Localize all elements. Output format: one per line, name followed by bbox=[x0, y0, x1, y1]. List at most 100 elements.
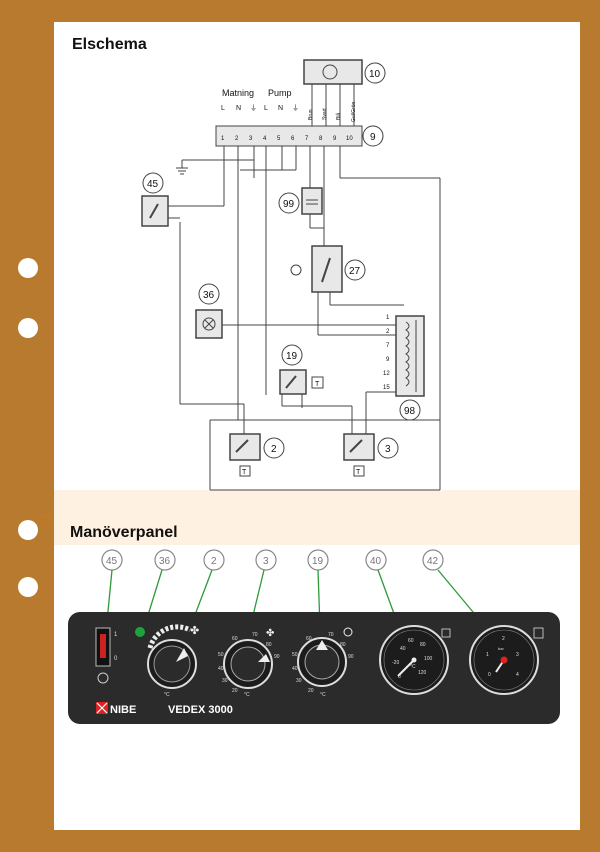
wiring-heading: Elschema bbox=[72, 36, 147, 53]
thermometer-gauge bbox=[379, 625, 449, 695]
panel-callout-number: 3 bbox=[263, 556, 269, 567]
fan-icon: ✤ bbox=[190, 625, 199, 637]
callout-circle-27 bbox=[344, 259, 366, 281]
mano-tick: 0 bbox=[488, 672, 491, 678]
switch-on-label: 1 bbox=[114, 632, 118, 638]
thermo-tick: 60 bbox=[408, 638, 414, 644]
panel-callout-number: 2 bbox=[211, 556, 217, 567]
panel-callout-40 bbox=[365, 549, 387, 571]
mano-tick: 3 bbox=[516, 652, 519, 658]
dial3-unit: °C bbox=[244, 692, 250, 698]
terminal-number: 10 bbox=[346, 136, 353, 142]
terminal-top-label: N bbox=[278, 105, 283, 112]
callout-number-99: 99 bbox=[283, 199, 295, 210]
dial3-tick: 60 bbox=[232, 636, 238, 642]
pump-icon bbox=[322, 64, 338, 80]
dial19-unit: °C bbox=[320, 692, 326, 698]
panel-callout-36 bbox=[154, 549, 176, 571]
dial19-tick: 30 bbox=[296, 678, 302, 684]
component-99 bbox=[301, 187, 323, 215]
panel-heading: Manöverpanel bbox=[70, 524, 178, 541]
tab-letter: P bbox=[40, 512, 53, 532]
callout-number-10: 10 bbox=[369, 69, 381, 80]
group-label-pump: Pump bbox=[268, 88, 292, 98]
heater-input-label: 12 bbox=[383, 371, 390, 377]
panel-callout-3 bbox=[255, 549, 277, 571]
t-mark: T bbox=[315, 381, 320, 388]
binder-hole-1 bbox=[18, 258, 38, 278]
fan-dial[interactable] bbox=[147, 624, 197, 689]
mano-corner-icon bbox=[533, 627, 544, 639]
panel-callout-2 bbox=[203, 549, 225, 571]
mano-tick: 1 bbox=[486, 652, 489, 658]
callout-circle-98 bbox=[399, 399, 421, 421]
panel-callout-42 bbox=[422, 549, 444, 571]
dial19-tick: 50 bbox=[292, 652, 298, 658]
terminal-top-label: Blå bbox=[335, 113, 342, 120]
terminal-top-label: ⏚ bbox=[292, 104, 299, 112]
terminal-number: 9 bbox=[333, 136, 337, 142]
terminal-number: 8 bbox=[319, 136, 323, 142]
binder-hole-2 bbox=[18, 318, 38, 338]
thermo-tick: 0 bbox=[398, 674, 401, 680]
terminal-top-label: Gul/Grön bbox=[351, 101, 357, 122]
terminal-number: 2 bbox=[235, 136, 239, 142]
switch-off-label: 0 bbox=[114, 656, 118, 662]
temperature-dial-3[interactable] bbox=[223, 639, 273, 689]
terminal-number: 6 bbox=[291, 136, 295, 142]
terminal-top-label: Brun bbox=[308, 109, 314, 120]
brand-name: NIBE bbox=[110, 704, 136, 716]
callout-number-3: 3 bbox=[385, 444, 391, 455]
component-2 bbox=[229, 433, 261, 461]
dial2-unit: °C bbox=[164, 692, 170, 698]
callout-number-98: 98 bbox=[404, 406, 416, 417]
thermo-tick: 120 bbox=[418, 670, 427, 676]
component-3 bbox=[343, 433, 375, 461]
dial19-tick: 70 bbox=[328, 632, 334, 638]
pump-symbol-icon bbox=[343, 627, 353, 637]
callout-circle-10 bbox=[364, 62, 386, 84]
callout-circle-36 bbox=[198, 283, 220, 305]
mano-unit: bar bbox=[498, 646, 504, 651]
group-label-matning: Matning bbox=[222, 88, 254, 98]
terminal-top-label: N bbox=[236, 105, 241, 112]
dial19-tick: 80 bbox=[340, 642, 346, 648]
power-icon bbox=[97, 672, 109, 684]
mano-tick: 2 bbox=[502, 636, 505, 642]
terminal-top-label: Svart bbox=[322, 108, 328, 120]
callout-circle-9 bbox=[362, 125, 384, 147]
panel-callout-number: 45 bbox=[106, 556, 118, 567]
heater-element bbox=[395, 315, 425, 397]
terminal-number: 4 bbox=[263, 136, 267, 142]
thermo-unit: °C bbox=[410, 664, 416, 670]
callout-circle-99 bbox=[278, 192, 300, 214]
thermo-tick: 100 bbox=[424, 656, 433, 662]
panel-callout-number: 36 bbox=[159, 556, 171, 567]
callout-number-9: 9 bbox=[370, 132, 376, 143]
heater-input-label: 15 bbox=[383, 385, 390, 391]
callout-number-36: 36 bbox=[203, 290, 215, 301]
temperature-dial-19[interactable] bbox=[297, 637, 347, 687]
dial3-tick: 40 bbox=[218, 666, 224, 672]
heater-input-label: 2 bbox=[386, 329, 390, 335]
t-mark: T bbox=[242, 469, 247, 476]
dial3-tick: 90 bbox=[274, 654, 280, 660]
terminal-number: 7 bbox=[305, 136, 309, 142]
terminal-top-label: ⏚ bbox=[250, 104, 257, 112]
dial19-tick: 40 bbox=[292, 666, 298, 672]
panel-callout-number: 40 bbox=[370, 556, 382, 567]
callout-number-2: 2 bbox=[271, 444, 277, 455]
thermo-corner-icon bbox=[441, 628, 451, 638]
heater-input-label: 9 bbox=[386, 357, 390, 363]
thermo-tick: 40 bbox=[400, 646, 406, 652]
indicator-lamp bbox=[135, 627, 145, 637]
dial19-tick: 60 bbox=[306, 636, 312, 642]
dial3-tick: 20 bbox=[232, 688, 238, 694]
pump-unit bbox=[303, 59, 363, 85]
terminal-top-label: L bbox=[221, 105, 225, 112]
main-switch-indicator bbox=[100, 634, 106, 658]
dial3-tick: 80 bbox=[266, 642, 272, 648]
